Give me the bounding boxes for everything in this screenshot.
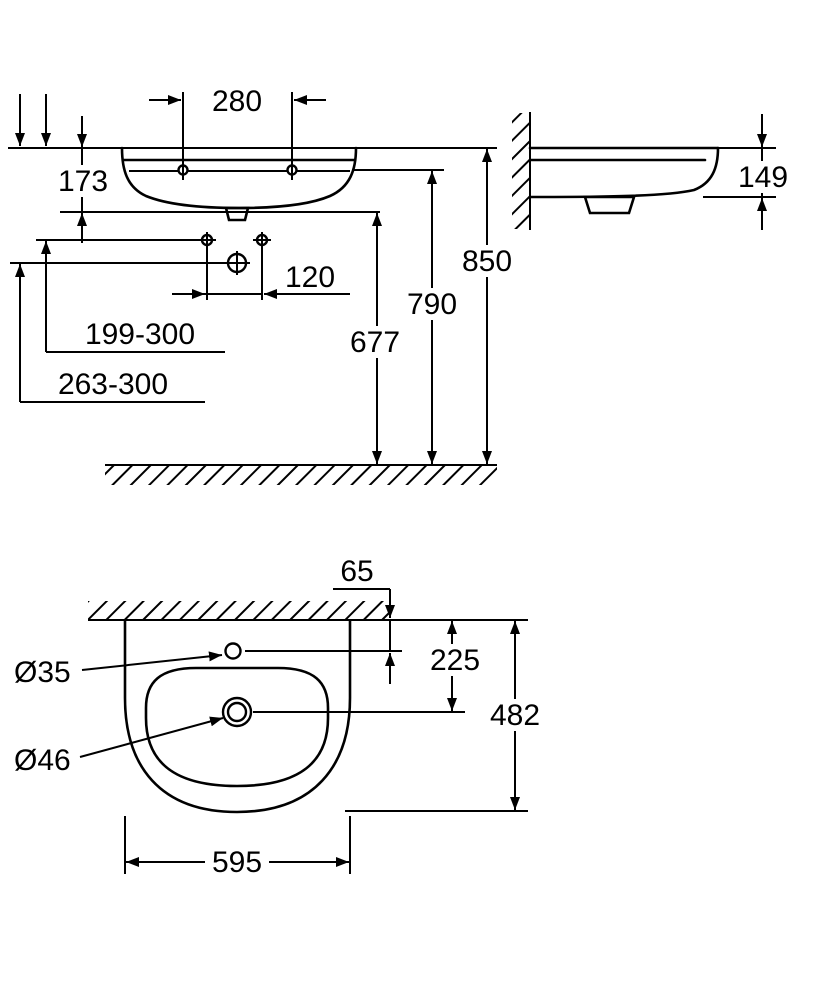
plan-view: Ø35 Ø46 65 225 xyxy=(14,555,547,879)
dim-263-300-label: 263-300 xyxy=(58,368,168,401)
dim-rim-to-fixing-173: 173 xyxy=(51,116,115,243)
dim-waste-height-677: 677 xyxy=(343,213,407,464)
side-basin-outline xyxy=(528,146,720,215)
dim-280-label: 280 xyxy=(212,85,262,118)
side-view: 149 xyxy=(512,112,795,230)
front-drain-stub xyxy=(224,206,250,222)
front-mounting-holes xyxy=(198,232,271,275)
dim-595-label: 595 xyxy=(212,846,262,879)
dim-790-label: 790 xyxy=(407,288,457,321)
dim-120-label: 120 xyxy=(285,261,335,294)
front-tap-screws xyxy=(177,161,298,180)
dim-225-label: 225 xyxy=(430,644,480,677)
plan-drain-hole xyxy=(221,696,253,728)
dim-65-label: 65 xyxy=(340,555,373,588)
plan-basin-outline xyxy=(123,619,352,814)
dim-149-label: 149 xyxy=(738,161,788,194)
plan-wall-hatch xyxy=(88,601,528,621)
dim-fixing-height-790: 790 xyxy=(352,169,464,464)
dim-rim-height-850: 850 xyxy=(455,149,519,464)
label-drain-diameter: Ø46 xyxy=(14,716,224,777)
dia-46-label: Ø46 xyxy=(14,744,71,777)
dim-fixing-holes-120: 120 xyxy=(172,247,350,300)
side-wall-hatch xyxy=(512,112,531,230)
dim-front-depth-149: 149 xyxy=(703,114,795,230)
dim-tap-centers-280: 280 xyxy=(149,85,326,163)
dim-482-label: 482 xyxy=(490,699,540,732)
dim-overall-width-595: 595 xyxy=(124,816,351,879)
dia-35-label: Ø35 xyxy=(14,656,71,689)
dim-supply-range-199-300: 199-300 xyxy=(36,94,225,353)
label-tap-diameter: Ø35 xyxy=(14,651,223,689)
dim-677-label: 677 xyxy=(350,326,400,359)
dim-199-300-label: 199-300 xyxy=(85,318,195,351)
front-view: 280 173 120 199-300 xyxy=(8,85,519,485)
plan-tap-hole xyxy=(224,642,242,660)
front-basin-outline xyxy=(120,146,358,222)
dim-wall-to-bowl-225: 225 xyxy=(253,621,486,713)
dim-wall-to-tap-65: 65 xyxy=(245,555,402,684)
dim-850-label: 850 xyxy=(462,245,512,278)
dim-waste-range-263-300: 263-300 xyxy=(10,94,224,403)
dim-overall-depth-482: 482 xyxy=(345,621,547,812)
front-floor-hatch xyxy=(105,464,497,485)
dim-173-label: 173 xyxy=(58,165,108,198)
side-drain-stub xyxy=(583,195,636,215)
